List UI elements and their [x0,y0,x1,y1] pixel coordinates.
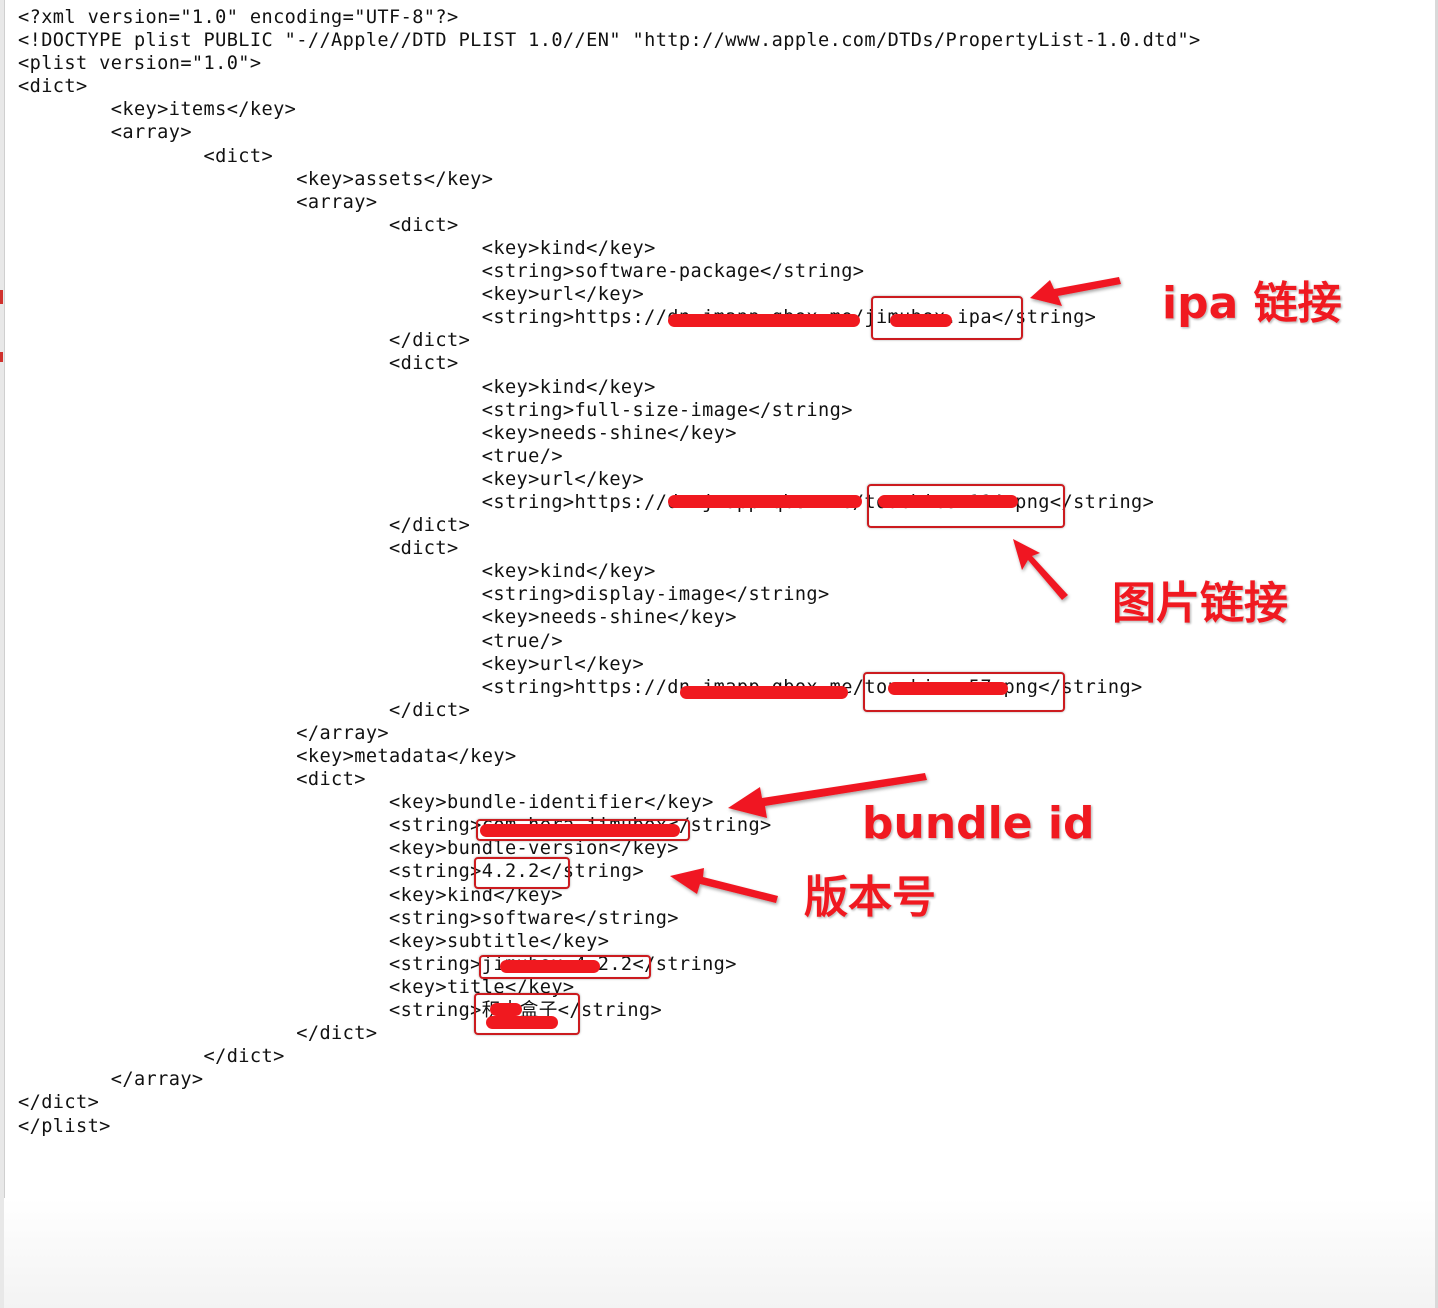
ipa-filename-highlight [871,296,1023,340]
redaction-mark [888,682,1008,695]
code-line: <array> [18,191,378,213]
redaction-mark [890,314,952,327]
code-line: </dict> [18,699,471,721]
title-highlight [474,993,580,1035]
arrow-to-image [1013,539,1068,600]
code-line: <dict> [18,353,459,375]
arrow-to-bundle-id [728,773,927,818]
code-line: <array> [18,122,192,144]
code-line: <key>kind</key> [18,376,656,398]
code-line: <true/> [18,630,563,652]
window-left-edge [0,0,5,1308]
code-line: <key>title</key> [18,976,575,998]
redaction-mark [500,960,600,973]
code-line: </dict> [18,330,471,352]
code-line: <key>kind</key> [18,884,563,906]
code-line: <key>kind</key> [18,237,656,259]
code-line: <dict> [18,76,88,98]
code-line: <dict> [18,145,274,167]
arrow-to-version [670,868,778,903]
redaction-mark [668,495,862,508]
redaction-mark [480,824,680,837]
code-line: <string>display-image</string> [18,584,830,606]
code-line: <?xml version="1.0" encoding="UTF-8"?> [18,7,459,28]
code-line: <key>items</key> [18,99,297,121]
code-line: <!DOCTYPE plist PUBLIC "-//Apple//DTD PL… [18,30,1201,52]
code-line: <dict> [18,538,459,560]
image-link-label: 图片链接 [1112,578,1288,629]
code-line: <key>url</key> [18,284,645,306]
bundle-id-highlight [476,819,690,841]
code-line: <string>4.2.2</string> [18,861,645,883]
code-line: </array> [18,1069,204,1091]
code-line: <key>assets</key> [18,168,494,190]
code-line: <dict> [18,769,366,791]
version-number-label: 版本号 [804,872,936,923]
code-line: <key>needs-shine</key> [18,607,737,629]
code-line: <string>积木盒子</string> [18,1000,663,1022]
display-image-highlight [863,672,1065,712]
bundle-version-highlight [474,857,570,889]
redaction-mark [668,314,860,327]
code-line: <plist version="1.0"> [18,53,262,75]
edge-marker [0,290,3,304]
code-line: <key>needs-shine</key> [18,422,737,444]
code-line: <true/> [18,445,563,467]
code-line: <key>bundle-version</key> [18,838,679,860]
redaction-mark [680,686,848,699]
window-right-edge [1435,0,1438,1308]
code-line: <string>software</string> [18,907,679,929]
code-line: </array> [18,722,390,744]
code-line: </dict> [18,1023,378,1045]
code-line: <key>kind</key> [18,561,656,583]
code-line: </dict> [18,1092,100,1114]
redaction-mark [490,1003,522,1016]
editor-bottom-area [4,1198,1435,1308]
code-line: <key>bundle-identifier</key> [18,792,714,814]
bundle-id-label: bundle id [862,798,1095,849]
code-line: <string>full-size-image</string> [18,399,853,421]
redaction-mark [486,1016,558,1029]
full-size-image-highlight [867,484,1065,528]
subtitle-highlight [479,955,651,979]
ipa-link-label: ipa 链接 [1162,278,1342,329]
arrow-to-ipa [1030,277,1121,306]
code-line: <dict> [18,214,459,236]
code-line: <key>url</key> [18,653,645,675]
code-line: <key>subtitle</key> [18,930,610,952]
code-line: <key>url</key> [18,468,645,490]
code-line: <key>metadata</key> [18,746,517,767]
code-line: <string>software-package</string> [18,261,865,283]
code-line: </plist> [18,1115,111,1137]
redaction-mark [878,495,1018,508]
code-line: </dict> [18,1046,285,1068]
code-line: </dict> [18,515,471,537]
edge-marker [0,352,3,362]
